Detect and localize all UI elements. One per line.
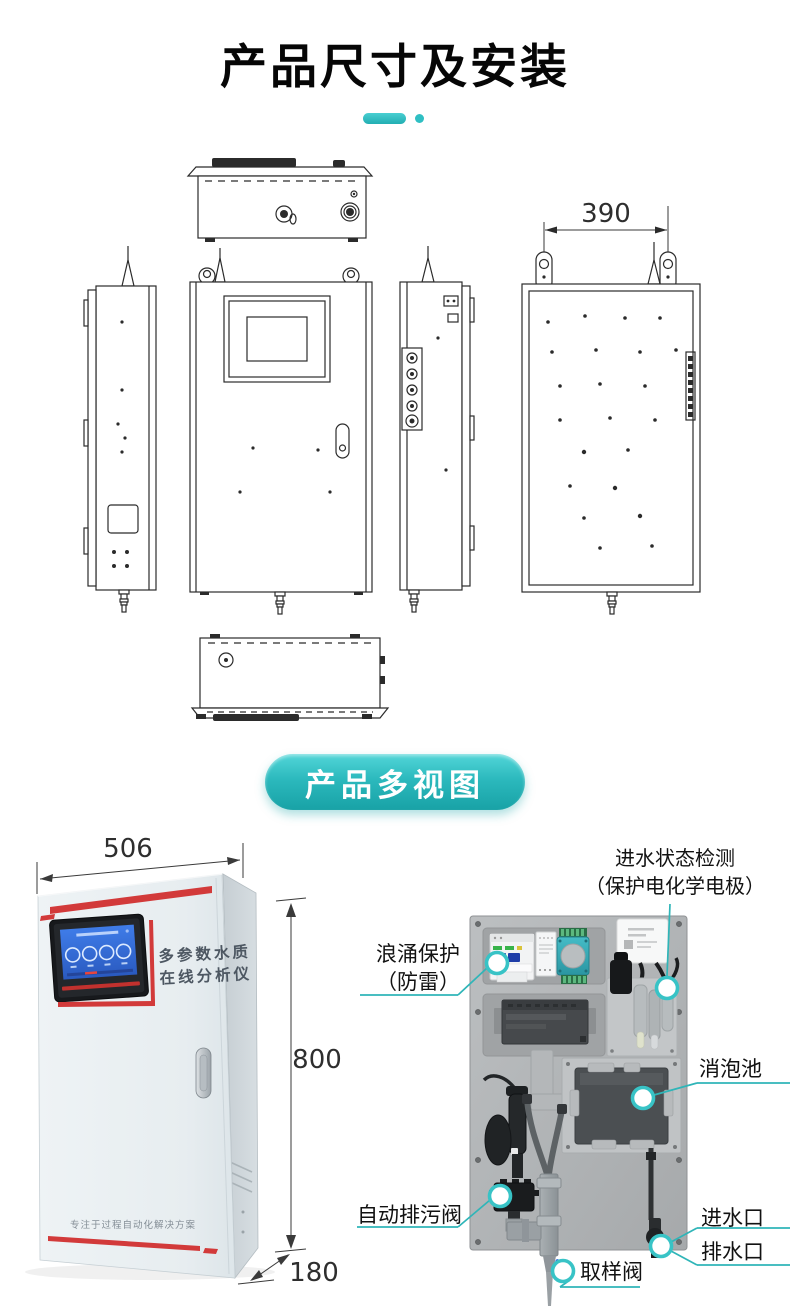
multiview-banner-label: 产品多视图 [305, 767, 485, 803]
dim-depth: 180 [237, 1254, 339, 1288]
callout-lines [357, 903, 790, 1288]
callout-dot-sampling [550, 1258, 576, 1284]
title-underline [363, 113, 406, 124]
cabinet-top-stripe [50, 886, 212, 914]
front-view-drawing [189, 248, 373, 615]
cabinet-screen [49, 913, 149, 1003]
door-handle [195, 1047, 212, 1099]
cabinet-label: 多参数水质 在线分析仪 [158, 942, 253, 988]
dim-800-label: 800 [292, 1045, 342, 1075]
dim-width: 506 [36, 834, 244, 894]
cabinet-label-line2: 在线分析仪 [159, 964, 252, 988]
callout-label-sampling-valve: 取样阀 [580, 1261, 643, 1284]
callout-dot-inlet-outlet [648, 1233, 674, 1259]
dim-390-label: 390 [581, 199, 631, 229]
callout-label-water-inlet: 进水口 [701, 1207, 764, 1230]
defoaming-tank [561, 1057, 682, 1154]
dim-506-label: 506 [103, 834, 153, 864]
left-side-view-drawing [83, 246, 157, 613]
cabinet-side-vents [229, 1161, 253, 1193]
cabinet-bottom-stripe [48, 1236, 200, 1251]
cabinet-label-line1: 多参数水质 [158, 942, 251, 966]
cabinet-figure: 506 800 180 [25, 834, 342, 1288]
callout-dot-defoam [630, 1085, 656, 1111]
callout-label-auto-drain: 自动排污阀 [357, 1204, 462, 1227]
plc-module [494, 999, 596, 1045]
internal-panel-figure [357, 903, 790, 1306]
callout-label-surge: 浪涌保护 （防雷） [376, 943, 460, 994]
panel-screws [475, 921, 682, 1245]
label-box [616, 918, 669, 964]
bottom-view-drawing [190, 634, 390, 721]
callout-label-water-outlet: 排水口 [701, 1241, 764, 1264]
callout-dot-surge [484, 950, 510, 976]
power-module [535, 931, 557, 977]
title-underline-dot [415, 114, 424, 123]
page-title: 产品尺寸及安装 [220, 40, 570, 93]
signal-converter-module [556, 928, 590, 984]
right-side-view-drawing [399, 246, 475, 613]
top-view-drawing [186, 158, 374, 242]
piping [506, 1094, 567, 1306]
technical-drawing: 390 [83, 158, 701, 721]
callout-label-inlet-detect: 进水状态检测 （保护电化学电极） [585, 848, 765, 898]
cabinet-footer-slogan: 专注于过程自动化解决方案 [70, 1219, 196, 1231]
callout-label-defoam: 消泡池 [699, 1058, 762, 1081]
back-view-drawing: 390 [521, 199, 701, 615]
callout-dot-auto-drain [487, 1183, 513, 1209]
callout-dot-inlet-detect [654, 975, 680, 1001]
dim-180-label: 180 [289, 1258, 339, 1288]
dim-height: 800 [274, 897, 342, 1253]
multiview-banner: 产品多视图 [265, 754, 525, 810]
